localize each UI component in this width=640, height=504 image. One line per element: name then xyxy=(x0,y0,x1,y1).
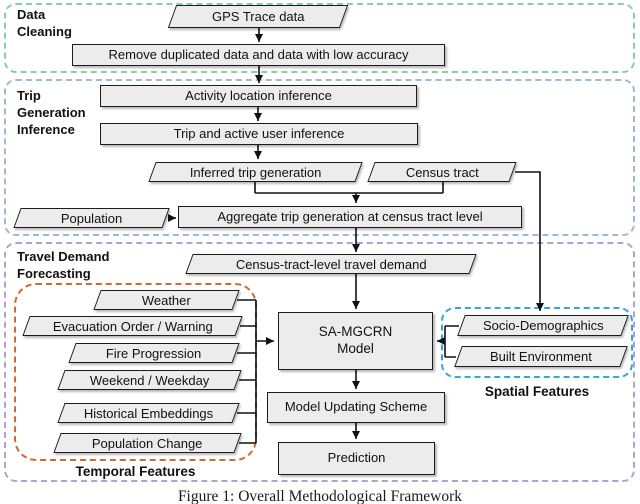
node-aggregate-trip-generation: Aggregate trip generation at census trac… xyxy=(178,206,522,228)
node-population-change-label: Population Change xyxy=(92,435,203,451)
node-sa-mgcrn-model: SA-MGCRN Model xyxy=(278,312,433,370)
node-population-change: Population Change xyxy=(53,433,242,453)
travel-demand-forecasting-section-box xyxy=(4,242,635,482)
node-prediction: Prediction xyxy=(278,442,435,475)
node-census-tract-level-travel-demand-label: Census-tract-level travel demand xyxy=(235,256,427,272)
node-evacuation-order-warning: Evacuation Order / Warning xyxy=(22,316,243,336)
spatial-features-label: Spatial Features xyxy=(484,384,590,399)
node-built-environment: Built Environment xyxy=(454,346,628,367)
node-census-tract-level-travel-demand: Census-tract-level travel demand xyxy=(185,254,477,274)
node-population: Population xyxy=(13,208,170,228)
node-fire-progression-label: Fire Progression xyxy=(106,345,202,361)
node-census-tract: Census tract xyxy=(367,162,517,182)
node-population-label: Population xyxy=(60,210,123,226)
data-cleaning-section-box xyxy=(4,3,635,73)
node-gps-trace-data-label: GPS Trace data xyxy=(211,9,305,24)
node-weekend-weekday-label: Weekend / Weekday xyxy=(89,372,210,388)
node-socio-demographics-label: Socio-Demographics xyxy=(482,318,604,333)
node-trip-and-active-user-inference: Trip and active user inference xyxy=(100,123,418,145)
trip-generation-inference-section-label: Trip Generation Inference xyxy=(17,88,86,137)
node-gps-trace-data: GPS Trace data xyxy=(167,5,349,28)
node-historical-embeddings-label: Historical Embeddings xyxy=(83,405,214,421)
temporal-features-label: Temporal Features xyxy=(75,464,196,479)
node-weekend-weekday: Weekend / Weekday xyxy=(57,370,242,390)
node-activity-location-inference: Activity location inference xyxy=(100,85,417,107)
node-fire-progression: Fire Progression xyxy=(68,343,240,363)
node-built-environment-label: Built Environment xyxy=(490,349,592,364)
node-remove-duplicated-data: Remove duplicated data and data with low… xyxy=(72,44,445,66)
trip-generation-inference-section-box xyxy=(4,79,635,236)
node-inferred-trip-generation-label: Inferred trip generation xyxy=(189,164,322,180)
travel-demand-forecasting-section-label: Travel Demand Forecasting xyxy=(17,249,110,281)
data-cleaning-section-label: Data Cleaning xyxy=(17,7,72,39)
node-historical-embeddings: Historical Embeddings xyxy=(57,403,240,423)
node-socio-demographics: Socio-Demographics xyxy=(457,315,629,336)
node-weather-label: Weather xyxy=(142,292,191,308)
node-census-tract-label: Census tract xyxy=(405,164,479,180)
node-inferred-trip-generation: Inferred trip generation xyxy=(148,162,363,182)
node-model-updating-scheme: Model Updating Scheme xyxy=(267,392,445,423)
figure-caption: Figure 1: Overall Methodological Framewo… xyxy=(177,488,463,504)
node-weather: Weather xyxy=(93,290,240,310)
node-evacuation-order-warning-label: Evacuation Order / Warning xyxy=(52,318,213,334)
